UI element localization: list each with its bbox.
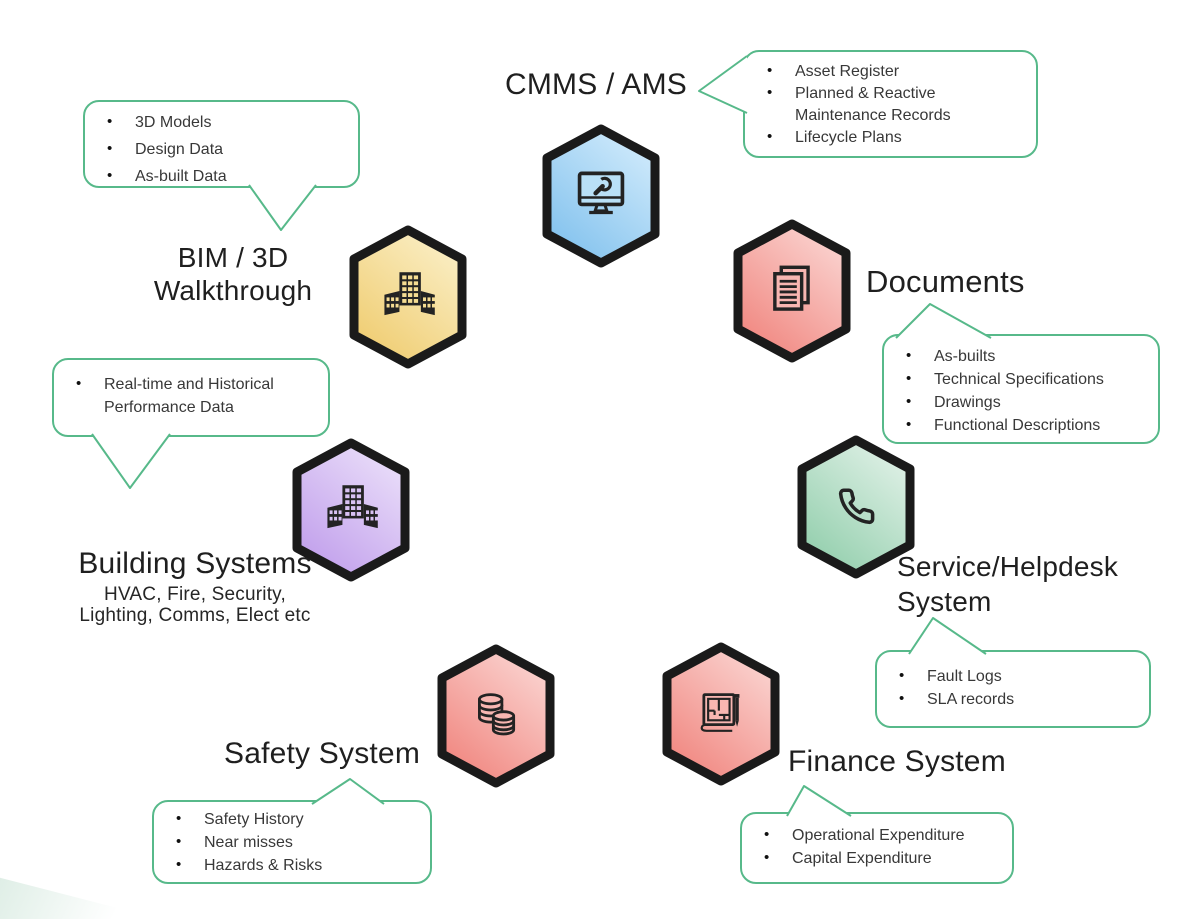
callout-item: Fault Logs	[897, 664, 1139, 688]
hexagon-service	[792, 433, 920, 581]
callout-item: Near misses	[174, 830, 420, 854]
hexagon-bim	[344, 223, 472, 371]
node-label-bim-line2: Walkthrough	[153, 275, 313, 306]
callout-documents: As-builts Technical Specifications Drawi…	[882, 334, 1160, 444]
callout-building-list: Real-time and Historical Performance Dat…	[54, 360, 328, 425]
callout-item: Drawings	[904, 390, 1148, 414]
hexagon-building	[287, 436, 415, 584]
callout-item: SLA records	[897, 687, 1139, 711]
node-label-service: Service/Helpdesk System	[897, 549, 1118, 619]
building-3d-icon	[327, 485, 378, 529]
node-label-bim: BIM / 3D Walkthrough	[128, 241, 338, 307]
callout-service-list: Fault Logs SLA records	[877, 652, 1149, 717]
node-label-building-subtitle-line2: Lighting, Comms, Elect etc	[79, 605, 311, 626]
callout-bim-list: 3D Models Design Data As-built Data	[85, 102, 358, 196]
callout-pointer-documents	[895, 303, 992, 339]
phone-handset-icon	[838, 488, 875, 525]
callout-documents-list: As-builts Technical Specifications Drawi…	[884, 336, 1158, 443]
callout-item: Design Data	[105, 135, 348, 163]
callout-pointer-building	[91, 433, 171, 489]
callout-bim: 3D Models Design Data As-built Data	[83, 100, 360, 189]
callout-item: Functional Descriptions	[904, 413, 1148, 437]
callout-service: Fault Logs SLA records	[875, 650, 1151, 728]
callout-item: Hazards & Risks	[174, 853, 420, 877]
callout-item: Safety History	[174, 807, 420, 831]
stacked-documents-icon	[773, 265, 810, 311]
callout-item: 3D Models	[105, 108, 348, 136]
callout-safety: Safety History Near misses Hazards & Ris…	[152, 800, 432, 884]
coin-stacks-icon	[478, 693, 516, 736]
node-label-finance: Finance System	[788, 745, 1006, 778]
callout-building: Real-time and Historical Performance Dat…	[52, 358, 330, 437]
building-3d-icon	[384, 272, 435, 316]
hexagon-finance	[657, 640, 785, 788]
hexagon-shape-service	[797, 435, 915, 579]
hexagon-cmms	[537, 122, 665, 270]
callout-item: Capital Expenditure	[762, 846, 1002, 870]
blueprint-pen-icon	[700, 693, 740, 732]
node-label-documents: Documents	[866, 264, 1025, 299]
node-label-bim-line1: BIM / 3D	[177, 242, 289, 273]
callout-safety-list: Safety History Near misses Hazards & Ris…	[154, 802, 430, 883]
callout-pointer-cmms	[698, 55, 748, 114]
callout-finance-list: Operational Expenditure Capital Expendit…	[742, 814, 1012, 876]
callout-cmms: Asset Register Planned & Reactive Mainte…	[743, 50, 1038, 158]
callout-pointer-service	[908, 617, 987, 655]
node-label-service-line2: System	[897, 586, 992, 617]
monitor-wrench-icon	[577, 171, 625, 215]
node-label-safety: Safety System	[224, 737, 421, 770]
hexagon-documents	[728, 217, 856, 365]
node-label-service-line1: Service/Helpdesk	[897, 551, 1119, 582]
callout-finance: Operational Expenditure Capital Expendit…	[740, 812, 1014, 884]
callout-item: Real-time and Historical Performance Dat…	[74, 372, 318, 419]
callout-item: Lifecycle Plans	[765, 126, 1026, 149]
node-label-building-title: Building Systems	[78, 547, 312, 580]
decor-corner-swoosh	[0, 877, 160, 919]
callout-item: Asset Register	[765, 60, 1026, 83]
node-label-cmms: CMMS / AMS	[505, 68, 688, 101]
callout-cmms-list: Asset Register Planned & Reactive Mainte…	[745, 52, 1036, 155]
callout-item: As-builts	[904, 344, 1148, 368]
callout-item: As-built Data	[105, 162, 348, 190]
node-label-building-subtitle-line1: HVAC, Fire, Security,	[104, 584, 286, 605]
callout-item: Planned & Reactive Maintenance Records	[765, 82, 1026, 127]
hexagon-safety	[432, 642, 560, 790]
callout-item: Technical Specifications	[904, 367, 1148, 391]
callout-item: Operational Expenditure	[762, 823, 1002, 847]
node-label-building: Building Systems HVAC, Fire, Security, L…	[55, 547, 335, 626]
